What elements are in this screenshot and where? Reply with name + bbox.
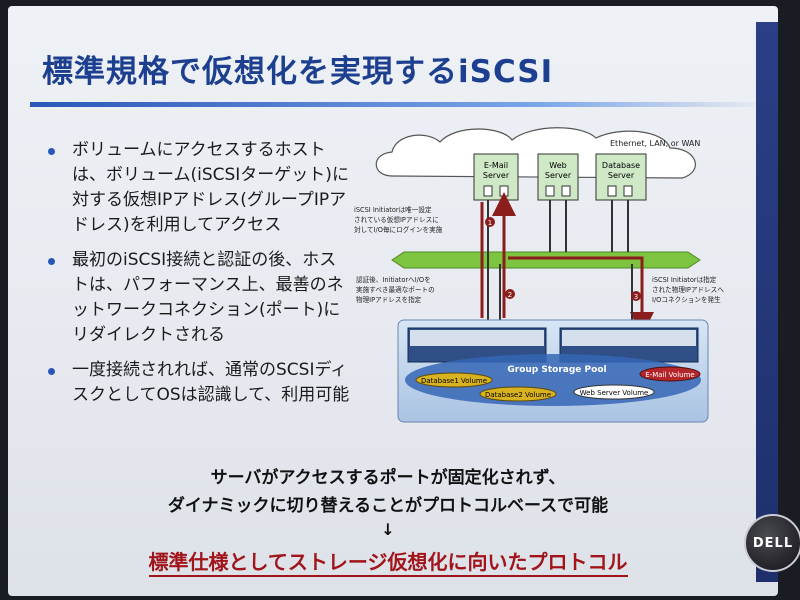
- cloud-label: Ethernet, LAN, or WAN: [610, 139, 700, 148]
- svg-text:iSCSI Initiatorは唯一設定: iSCSI Initiatorは唯一設定: [354, 205, 432, 214]
- conclusion: 標準仕様としてストレージ仮想化に向いたプロトコル: [68, 546, 708, 577]
- svg-text:Database2 Volume: Database2 Volume: [485, 391, 551, 399]
- svg-text:Database1 Volume: Database1 Volume: [421, 377, 487, 385]
- svg-text:実施すべき最適なポートの: 実施すべき最適なポートの: [356, 285, 435, 294]
- down-arrow: ↓: [381, 520, 395, 539]
- title-rule: [30, 102, 755, 107]
- svg-text:認証後、InitiatorへI/Oを: 認証後、InitiatorへI/Oを: [356, 275, 431, 284]
- bullet-item: 一度接続されれば、通常のSCSIディスクとしてOSは認識して、利用可能: [48, 358, 353, 408]
- svg-text:iSCSI Initiatorは指定: iSCSI Initiatorは指定: [652, 275, 717, 284]
- logo-text: DELL: [752, 535, 794, 551]
- bullet-item: 最初のiSCSI接続と認証の後、ホストは、パフォーマンス上、最善のネットワークコ…: [48, 248, 353, 348]
- server-email: E-Mail Server: [473, 153, 519, 201]
- network-cloud: [375, 127, 696, 179]
- server-label: Database: [602, 161, 640, 170]
- note-virtual-ip: iSCSI Initiatorは唯一設定 されている仮想IPアドレスに 対してI…: [354, 205, 443, 234]
- svg-text:1: 1: [488, 219, 492, 227]
- server-web: Web Server: [537, 153, 579, 201]
- server-label: Server: [608, 171, 635, 180]
- dell-logo: DELL: [744, 514, 800, 572]
- summary-line: サーバがアクセスするポートが固定化されず、: [210, 468, 566, 488]
- storage-array-left: [407, 327, 547, 363]
- note-physical-ip: iSCSI Initiatorは指定 された物理IPアドレスへ I/Oコネクショ…: [652, 275, 724, 304]
- svg-text:されている仮想IPアドレスに: されている仮想IPアドレスに: [354, 215, 439, 224]
- slide: 標準規格で仮想化を実現するiSCSI ボリュームにアクセスするホストは、ボリュー…: [8, 6, 778, 596]
- sidebar-strip: [756, 22, 778, 582]
- iscsi-diagram: Ethernet, LAN, or WAN E-Mail Server Web …: [354, 127, 724, 423]
- svg-text:Web Server Volume: Web Server Volume: [580, 389, 649, 397]
- svg-text:された物理IPアドレスへ: された物理IPアドレスへ: [652, 285, 724, 294]
- volume-database2: Database2 Volume: [479, 386, 557, 402]
- svg-text:E-Mail Volume: E-Mail Volume: [645, 371, 694, 379]
- step-badge-1: 1: [485, 217, 495, 227]
- server-database: Database Server: [595, 153, 647, 201]
- svg-text:3: 3: [634, 293, 638, 301]
- server-label: E-Mail: [484, 161, 508, 170]
- conclusion-text: 標準仕様としてストレージ仮想化に向いたプロトコル: [148, 550, 628, 577]
- volume-web-server: Web Server Volume: [573, 384, 655, 400]
- volume-email: E-Mail Volume: [639, 366, 701, 382]
- svg-text:物理IPアドレスを指定: 物理IPアドレスを指定: [356, 295, 422, 304]
- svg-text:2: 2: [508, 291, 512, 299]
- network-band: [391, 251, 701, 269]
- step-badge-3: 3: [631, 291, 641, 301]
- summary: サーバがアクセスするポートが固定化されず、 ダイナミックに切り替えることがプロト…: [68, 464, 708, 520]
- note-redirect: 認証後、InitiatorへI/Oを 実施すべき最適なポートの 物理IPアドレス…: [356, 275, 435, 304]
- pool-label: Group Storage Pool: [507, 365, 606, 375]
- volume-database1: Database1 Volume: [415, 372, 493, 388]
- flow-arrow-3: [508, 256, 654, 336]
- slide-title: 標準規格で仮想化を実現するiSCSI: [42, 54, 554, 90]
- server-label: Server: [483, 171, 510, 180]
- server-label: Web: [549, 161, 566, 170]
- svg-text:I/Oコネクションを発生: I/Oコネクションを発生: [652, 295, 721, 304]
- bullet-list: ボリュームにアクセスするホストは、ボリューム(iSCSIターゲット)に対する仮想…: [48, 138, 353, 418]
- svg-text:対してI/O毎にログインを実施: 対してI/O毎にログインを実施: [354, 225, 443, 234]
- server-label: Server: [545, 171, 572, 180]
- bullet-item: ボリュームにアクセスするホストは、ボリューム(iSCSIターゲット)に対する仮想…: [48, 138, 353, 238]
- step-badge-2: 2: [505, 289, 515, 299]
- summary-line: ダイナミックに切り替えることがプロトコルベースで可能: [167, 496, 609, 516]
